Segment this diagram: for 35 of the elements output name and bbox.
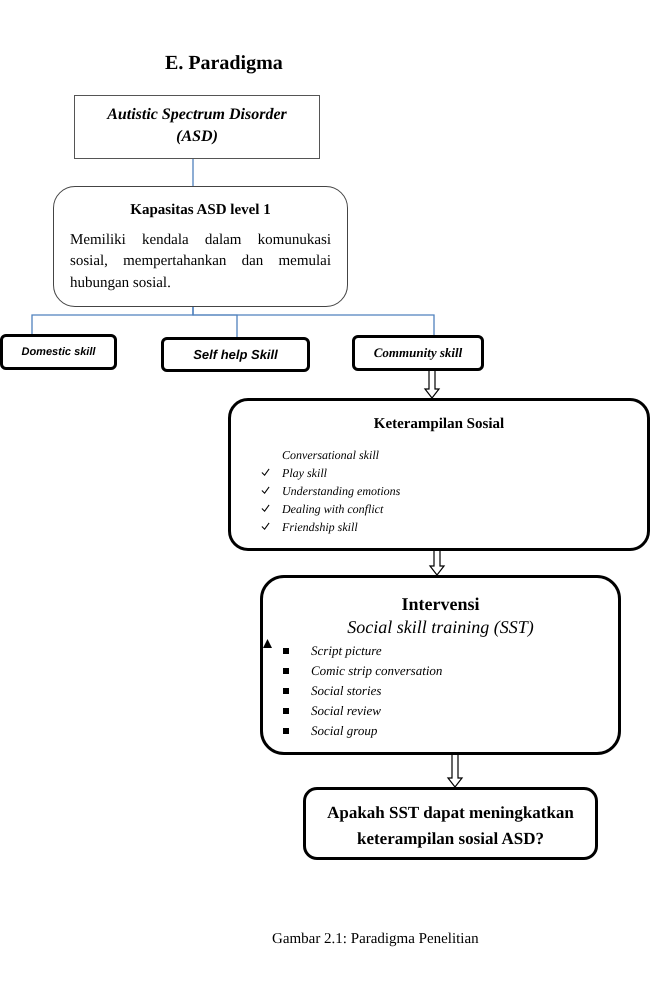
connector-line [192, 159, 194, 186]
rounded-box [228, 398, 650, 551]
list-item: Friendship skill [282, 518, 358, 536]
rounded-box [53, 186, 348, 307]
title: E. Paradigma [165, 51, 283, 76]
rounded-box [303, 787, 598, 860]
box-subheading: Social skill training (SST) [346, 616, 535, 639]
hollow-arrow [424, 370, 440, 399]
box-text: Autistic Spectrum Disorder (ASD) [106, 105, 288, 147]
rounded-box [260, 575, 621, 755]
list-item: Conversational skill [282, 446, 379, 464]
box-heading: Kapasitas ASD level 1 [129, 201, 272, 220]
list-item: Dealing with conflict [282, 500, 384, 518]
box-text: Apakah SST dapat meningkatkan keterampilan sosial ASD? [326, 802, 575, 850]
list-item: Social group [311, 722, 378, 740]
box-heading: Intervensi [400, 594, 480, 616]
list-item: Script picture [311, 642, 382, 660]
box-text: Domestic skill [22, 344, 96, 360]
skill-box [0, 334, 117, 370]
title-box [74, 95, 320, 159]
list-item: Play skill [282, 464, 327, 482]
hollow-arrow [428, 550, 446, 576]
list-item: Comic strip conversation [311, 662, 442, 680]
connector-line [192, 307, 435, 335]
box-text: Community skill [374, 344, 462, 362]
hollow-arrow [446, 754, 464, 788]
list-item: Understanding emotions [282, 482, 400, 500]
box-heading: Keterampilan Sosial [372, 415, 506, 434]
skill-box [161, 337, 310, 372]
skill-box [352, 335, 484, 371]
caption: Gambar 2.1: Paradigma Penelitian [272, 930, 479, 949]
list-item: Social stories [311, 682, 382, 700]
box-text: Memiliki kendala dalam komunukasi sosial, mempertahankan dan memulai hubungan sosial. [70, 230, 331, 293]
box-text: Self help Skill [193, 346, 278, 364]
list-item: Social review [311, 702, 381, 720]
